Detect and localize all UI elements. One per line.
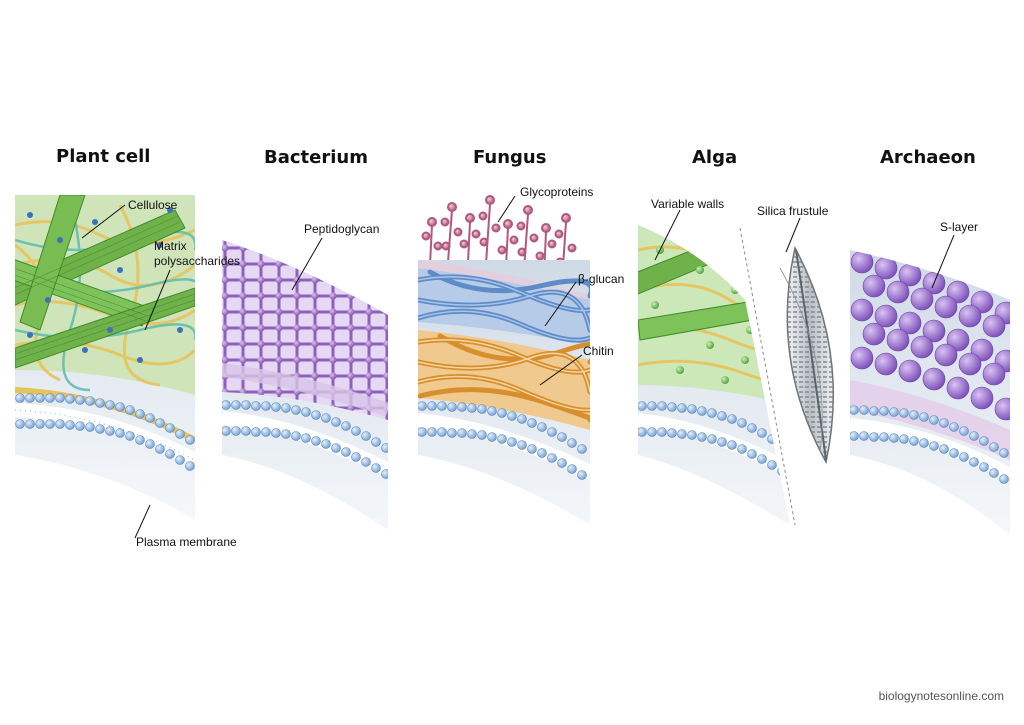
bacterium-panel	[222, 240, 388, 530]
plant-plasma-membrane	[15, 387, 195, 471]
alga-plasma-membrane	[638, 401, 790, 477]
label-peptidoglycan: Peptidoglycan	[304, 222, 379, 236]
panel-title-alga: Alga	[692, 147, 737, 168]
archaeon-plasma-membrane	[850, 405, 1010, 484]
site-credit: biologynotesonline.com	[879, 689, 1004, 703]
cellulose-fibrils	[15, 195, 195, 369]
s-layer-lattice	[850, 250, 1010, 421]
panel-title-fungus: Fungus	[473, 147, 546, 168]
alga-panel	[638, 225, 835, 526]
plant-cell-panel	[15, 195, 195, 520]
beta-glucan-layer	[418, 268, 590, 345]
leader-lines	[81, 195, 955, 539]
fungus-panel	[418, 195, 590, 525]
panel-title-plant: Plant cell	[56, 146, 150, 167]
bacterium-plasma-membrane	[222, 400, 388, 479]
label-beta-glucan: β-glucan	[578, 272, 624, 286]
label-s-layer: S-layer	[940, 220, 978, 234]
label-variable-walls: Variable walls	[651, 197, 724, 211]
label-silica-frustule: Silica frustule	[757, 204, 829, 218]
label-glycoproteins: Glycoproteins	[520, 185, 593, 199]
fungus-plasma-membrane	[418, 401, 590, 480]
panel-title-bacterium: Bacterium	[264, 147, 368, 168]
archaeon-panel	[850, 250, 1010, 535]
label-cellulose: Cellulose	[128, 198, 178, 212]
panel-title-archaeon: Archaeon	[880, 147, 976, 168]
label-plasma-membrane: Plasma membrane	[136, 535, 237, 549]
silica-frustule	[779, 245, 835, 465]
label-chitin: Chitin	[583, 344, 614, 358]
label-matrix-line2: polysaccharides	[154, 254, 240, 268]
label-matrix-line1: Matrix	[154, 239, 187, 253]
plant-cell-wall	[15, 195, 195, 395]
chitin-layer	[418, 330, 590, 430]
